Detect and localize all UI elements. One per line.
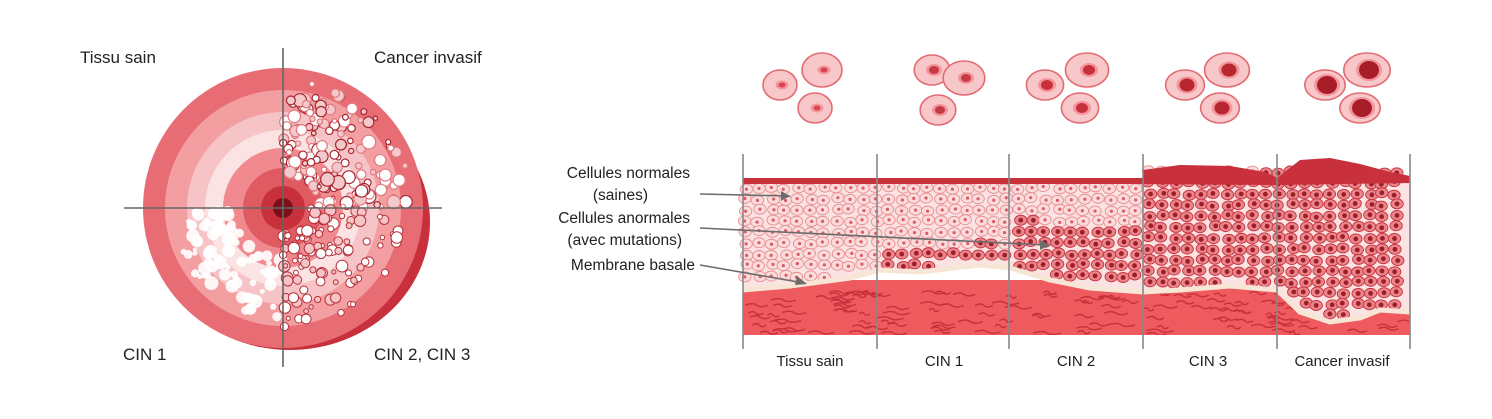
annotation-normal-cells-line1: Cellules normales: [566, 165, 690, 182]
annotation-abnormal-cells-line2: (avec mutations): [567, 232, 682, 249]
stage-label-cin3: CIN 3: [1188, 353, 1228, 370]
arrowhead-membrane: [795, 276, 807, 285]
quadrant-label-top-right: Cancer invasif: [374, 48, 482, 67]
annotation-abnormal-cells-line1: Cellules anormales: [558, 210, 690, 227]
annotation-normal-cells: Cellules normales (saines): [567, 163, 690, 207]
arrowhead-normal: [781, 191, 790, 201]
annotation-normal-cells-line2: (saines): [592, 187, 648, 204]
leader-abnormal-cells: [699, 227, 1047, 246]
stage-label-healthy: Tissu sain: [776, 353, 844, 370]
stage-label-cin2: CIN 2: [1056, 353, 1096, 370]
leader-normal-cells: [699, 193, 791, 197]
stage-label-cin1: CIN 1: [924, 353, 964, 370]
tissue-cross-section: [737, 158, 1411, 335]
cell-clusters: [762, 52, 1392, 126]
quadrant-label-top-left: Tissu sain: [80, 48, 156, 67]
leader-basal-membrane: [699, 264, 805, 284]
quadrant-label-bottom-left: CIN 1: [123, 345, 167, 364]
annotation-abnormal-cells: Cellules anormales (avec mutations): [558, 208, 690, 252]
arrowhead-abnormal: [1040, 240, 1050, 250]
stage-label-invasive: Cancer invasif: [1294, 353, 1390, 370]
annotation-basal-membrane: Membrane basale: [570, 257, 695, 274]
quadrant-label-bottom-right: CIN 2, CIN 3: [374, 345, 471, 364]
stage-dividers: [742, 154, 1411, 349]
cervix-circle: [143, 68, 430, 350]
